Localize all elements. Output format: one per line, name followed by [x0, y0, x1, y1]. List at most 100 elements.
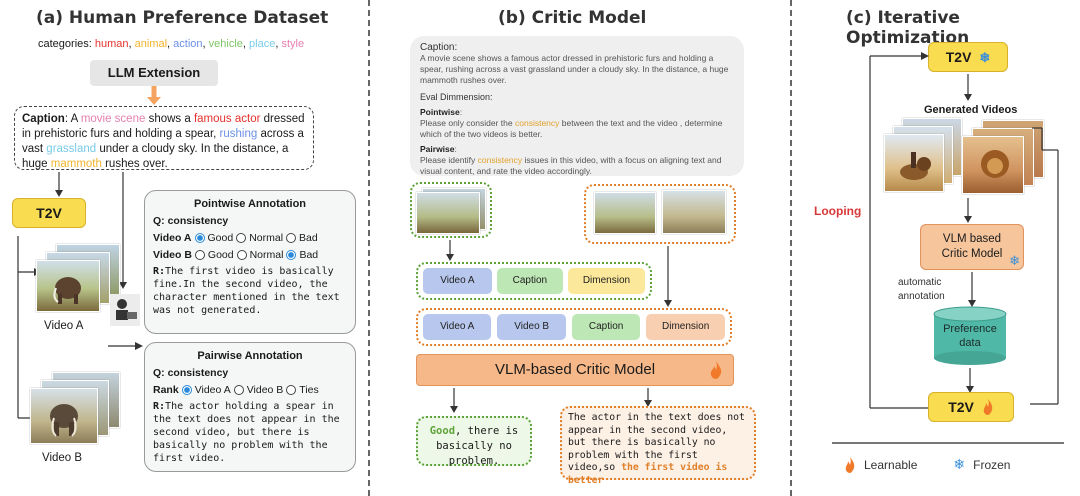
radio-a-good[interactable]	[194, 233, 205, 243]
radio-rank-ties[interactable]	[286, 385, 297, 395]
looping-line	[869, 52, 929, 409]
t2v-label-a: T2V	[36, 205, 62, 221]
category-place: place	[249, 38, 276, 50]
fire-icon	[710, 361, 722, 379]
kw-movie-scene: movie scene	[80, 113, 146, 125]
opt-normal: Normal	[249, 232, 284, 244]
separator-left	[368, 0, 370, 496]
llm-extension-label: LLM Extension	[107, 65, 201, 80]
radio-a-bad[interactable]	[286, 233, 297, 243]
row2-caption-tag: Caption	[571, 314, 641, 340]
category-action: action	[173, 38, 203, 50]
categories-label: categories:	[38, 38, 92, 50]
pointwise-row-a-label: Video A	[153, 232, 192, 244]
pointwise-input-row: Video A Caption Dimension	[416, 262, 652, 300]
prompt-pointwise-label: Pointwise	[420, 107, 460, 117]
pointwise-annotation-box: Pointwise Annotation Q: consistency Vide…	[144, 190, 356, 334]
prompt-text: issues in this video, with a focus on al…	[420, 155, 722, 176]
radio-b-bad[interactable]	[286, 250, 297, 260]
row2-dimension-tag: Dimension	[646, 314, 726, 340]
caption-label: Caption	[22, 113, 65, 125]
row2-video-a-tag: Video A	[423, 314, 492, 340]
radio-b-normal[interactable]	[236, 250, 247, 260]
prompt-caption-text: A movie scene shows a famous actor dress…	[420, 53, 729, 85]
single-to-row1-arrow	[446, 240, 454, 261]
legend-learnable: Learnable	[864, 457, 918, 472]
category-human: human	[94, 38, 129, 50]
pairwise-rank-row: Rank Video A Video B Ties	[153, 383, 347, 397]
pointwise-output: Good, there is basically no problem.	[416, 416, 532, 467]
opt-normal: Normal	[249, 249, 284, 261]
critic-model-label: VLM-based Critic Model	[494, 361, 656, 378]
prompt-pairwise: Pairwise: Please identify consistency is…	[420, 144, 734, 177]
radio-rank-a[interactable]	[181, 385, 192, 395]
preference-data-label: Preference data	[932, 322, 1008, 350]
prompt-text: Please only consider the	[420, 118, 515, 128]
llm-down-arrow	[147, 86, 161, 105]
radio-a-normal[interactable]	[236, 233, 247, 243]
looping-label: Looping	[814, 204, 862, 218]
category-separator: ,	[202, 38, 209, 50]
critic-to-right-out	[644, 388, 652, 407]
row1-caption-tag: Caption	[496, 268, 563, 294]
fire-icon	[845, 456, 855, 473]
preference-data-cylinder	[933, 306, 1007, 365]
radio-rank-b[interactable]	[233, 385, 244, 395]
vlm-line-1: VLM based	[942, 233, 1002, 245]
pointwise-output-text: , there is basically no problem.	[436, 425, 519, 467]
prompt-text: Please identify	[420, 155, 478, 165]
prompt-keyword: consistency	[477, 155, 523, 165]
pref-line-1: Preference	[943, 323, 997, 335]
radio-b-good[interactable]	[194, 250, 205, 260]
generated-video-right	[962, 120, 1044, 196]
caption-text: dressed in prehistoric furs and holding …	[22, 113, 305, 140]
kw-rushing: rushing	[219, 128, 258, 140]
caption-text: under a cloudy sky. In the distance, a h…	[22, 143, 289, 170]
pairwise-input-row: Video A Video B Caption Dimension	[416, 308, 732, 346]
critic-to-left-out	[450, 388, 458, 413]
panel-b-title: (b) Critic Model	[498, 8, 647, 28]
pairwise-reason: R:The actor holding a spear in the text …	[153, 400, 347, 465]
category-separator: ,	[128, 38, 135, 50]
snowflake-icon: ❄	[979, 50, 991, 65]
pointwise-row-a: Video A Good Normal Bad	[153, 231, 347, 245]
pairwise-output-text: The actor in the text does not appear in…	[568, 412, 745, 473]
legend-frozen: Frozen	[973, 457, 1011, 472]
prompt-pointwise: Pointwise: Please only consider the cons…	[420, 107, 734, 140]
kw-famous-actor: famous actor	[193, 113, 261, 125]
prompt-pairwise-colon: :	[454, 144, 457, 154]
pairwise-output: The actor in the text does not appear in…	[560, 406, 756, 486]
prompt-box: Caption: A movie scene shows a famous ac…	[410, 36, 744, 176]
pairwise-title: Pairwise Annotation	[197, 350, 303, 362]
prompt-pointwise-colon: :	[459, 107, 463, 117]
category-style: style	[281, 38, 305, 50]
row1-video-a-tag: Video A	[423, 268, 492, 294]
row1-dimension-tag: Dimension	[567, 268, 645, 294]
opt-ties: Ties	[299, 384, 319, 396]
pairwise-annotation-box: Pairwise Annotation Q: consistency Rank …	[144, 342, 356, 472]
pref-to-t2v-arrow	[966, 368, 974, 393]
prompt-text: between the text and the video , determi…	[420, 118, 723, 139]
legend: Learnable ❄ Frozen	[844, 456, 1010, 473]
vlm-to-pref-arrow	[968, 272, 976, 307]
prompt-eval-label: Eval Dimmension:	[420, 92, 493, 102]
prompt-caption-label: Caption:	[420, 42, 458, 53]
llm-extension-box: LLM Extension	[90, 60, 218, 86]
generated-video-left	[884, 118, 962, 194]
caption-text: shows a	[145, 113, 194, 125]
categories-line: categories: human, animal, action, vehic…	[38, 38, 304, 50]
t2v-label-bottom: T2V	[948, 399, 974, 415]
automatic-annotation-label: automatic annotation	[898, 276, 945, 304]
pointwise-r-text: The first video is basically fine.In the…	[153, 266, 340, 316]
elephant-image	[50, 404, 78, 437]
pointwise-r-label: R:	[153, 266, 166, 277]
pointwise-row-b: Video B Good Normal Bad	[153, 248, 347, 262]
generated-videos-label: Generated Videos	[924, 104, 1018, 116]
category-animal: animal	[134, 38, 168, 50]
caption-text: rushes over.	[101, 158, 168, 170]
snowflake-icon: ❄	[1009, 253, 1020, 268]
pairwise-question: Q: consistency	[153, 367, 229, 379]
opt-bad: Bad	[299, 232, 318, 244]
pairwise-r-text: The actor holding a spear in the text do…	[153, 401, 340, 464]
caption-to-t2v-arrow	[55, 172, 63, 197]
